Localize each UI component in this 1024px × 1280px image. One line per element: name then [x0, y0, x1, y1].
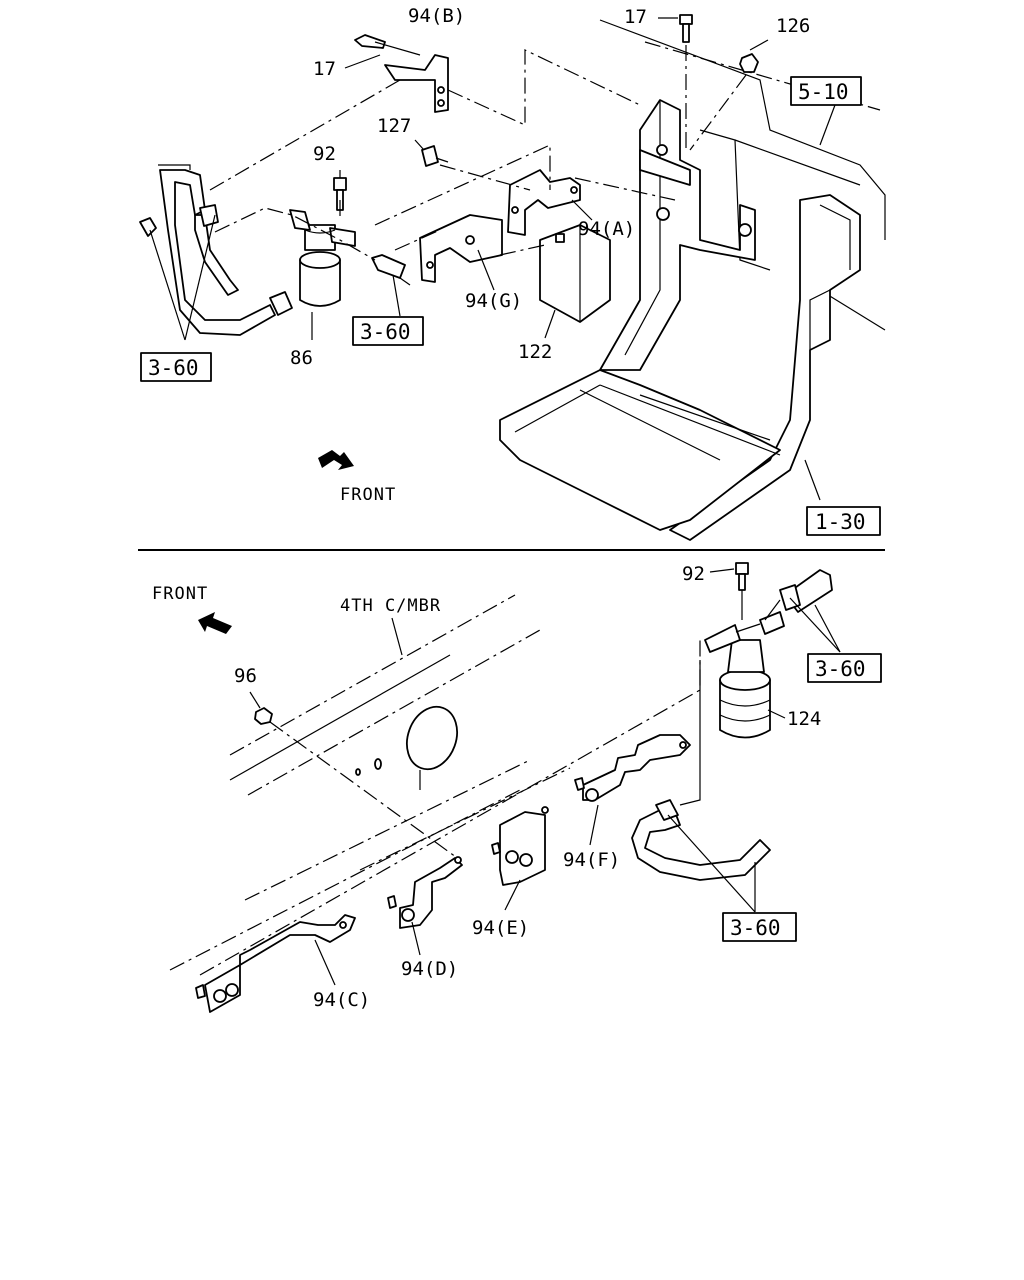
svg-text:3-60: 3-60: [730, 916, 781, 940]
label-124: 124: [787, 708, 821, 730]
front-label-upper: FRONT: [340, 485, 396, 505]
svg-text:3-60: 3-60: [360, 320, 411, 344]
box-122: [539, 224, 611, 323]
bolt-17-right: [679, 14, 693, 150]
ref-box-3-60-upper-center: 3-60: [352, 316, 424, 346]
leaders-lower: [314, 597, 841, 986]
hose-group-upper-left: [139, 164, 293, 336]
frame-bracket: [499, 99, 861, 541]
bracket-94b: [384, 54, 449, 113]
bracket-94c: [195, 914, 356, 1013]
ref-box-3-60-lower-right: 3-60: [807, 653, 882, 683]
ref-box-1-30: 1-30: [806, 506, 881, 536]
filter-124: [704, 611, 785, 739]
assembly-lines-upper: [209, 49, 676, 261]
label-94c: 94(C): [313, 989, 370, 1011]
bolt-17-left: [354, 34, 421, 56]
bracket-94e: [491, 806, 549, 886]
label-94g: 94(G): [465, 290, 522, 312]
nut-126: [689, 39, 769, 151]
label-86: 86: [290, 347, 313, 369]
filter-86: [289, 209, 356, 307]
label-122: 122: [518, 341, 552, 363]
crossmember-label: 4TH C/MBR: [340, 596, 441, 616]
hose-lower-center: [631, 799, 771, 881]
arrow-left-up-icon: [198, 612, 232, 634]
label-17-top-left: 17: [313, 58, 336, 80]
bolt-127: [414, 139, 449, 167]
label-94a: 94(A): [578, 218, 635, 240]
arrow-right-down-icon: [318, 450, 354, 470]
svg-text:3-60: 3-60: [815, 657, 866, 681]
bolt-92-lower: [709, 562, 749, 620]
label-17-top-right: 17: [624, 6, 647, 28]
label-96: 96: [234, 665, 257, 687]
fuel-line-lower: [199, 640, 701, 976]
ref-box-3-60-upper-left: 3-60: [140, 352, 212, 382]
hose-lower-right: [764, 569, 833, 621]
front-label-lower: FRONT: [152, 584, 208, 604]
ref-box-3-60-lower-center: 3-60: [722, 912, 797, 942]
label-127: 127: [377, 115, 411, 137]
leaders-upper: [149, 17, 836, 501]
crossmember-4th: [169, 594, 571, 971]
svg-text:5-10: 5-10: [798, 80, 849, 104]
nut-96: [249, 691, 461, 861]
bracket-94f: [574, 734, 691, 802]
label-94f: 94(F): [563, 849, 620, 871]
ref-box-5-10: 5-10: [790, 76, 862, 106]
svg-text:3-60: 3-60: [148, 356, 199, 380]
pipe-upper-center: [371, 254, 411, 286]
label-92-lower: 92: [682, 563, 705, 585]
svg-text:1-30: 1-30: [815, 510, 866, 534]
label-94b: 94(B): [408, 5, 465, 27]
label-94e: 94(E): [472, 917, 529, 939]
bracket-94d: [387, 856, 463, 929]
bracket-94g: [419, 214, 503, 283]
label-92-upper: 92: [313, 143, 336, 165]
label-126: 126: [776, 15, 810, 37]
bracket-94a: [507, 149, 691, 236]
label-94d: 94(D): [401, 958, 458, 980]
